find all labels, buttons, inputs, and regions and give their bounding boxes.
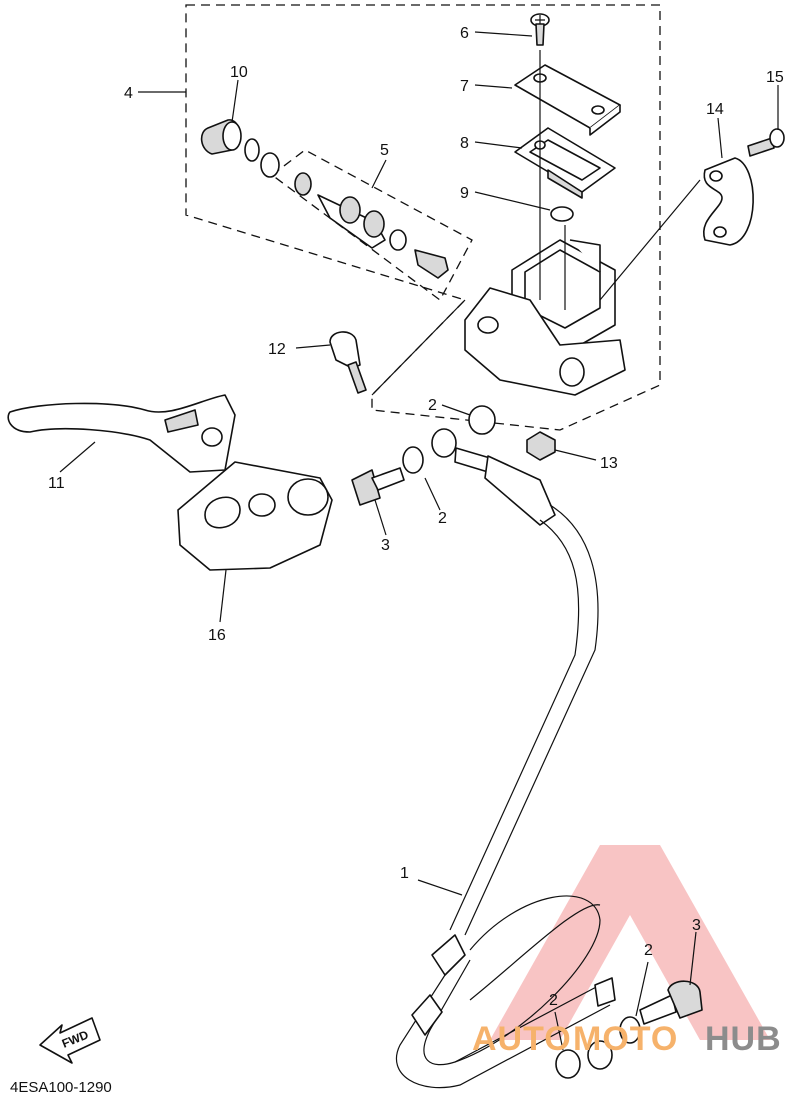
screw-part-6 — [530, 13, 550, 46]
callout-12: 12 — [268, 341, 286, 358]
lever-guard-part-16 — [177, 461, 333, 571]
pivot-bolt-part-12 — [329, 331, 367, 394]
callout-10: 10 — [230, 64, 248, 81]
master-cylinder-body — [464, 50, 626, 396]
washer-upper-right-part-2 — [468, 405, 496, 435]
piston-cup-part-10 — [200, 119, 280, 178]
nut-part-13 — [526, 431, 556, 461]
washer-lower-left-part-2 — [555, 1049, 581, 1079]
lever-part-11 — [7, 394, 236, 473]
piston-kit-5-outline — [270, 149, 473, 301]
callout-11: 11 — [48, 475, 65, 492]
leader-lines — [59, 31, 779, 1051]
callout-14: 14 — [706, 101, 724, 118]
watermark-text-moto: MOTO — [573, 1020, 678, 1058]
callout-4: 4 — [124, 85, 133, 102]
fwd-arrow-icon: FWD — [39, 1017, 101, 1064]
brake-hose-part-1 — [395, 428, 616, 1089]
diagram-code: 4ESA100-1290 — [10, 1079, 112, 1096]
callout-16: 16 — [208, 627, 226, 644]
callout-2a: 2 — [428, 397, 437, 414]
callout-15: 15 — [766, 69, 784, 86]
diaphragm-part-8 — [514, 127, 616, 199]
callout-3a: 3 — [381, 537, 390, 554]
watermark-logo — [490, 845, 770, 1040]
banjo-bolt-lower-part-3 — [639, 980, 703, 1025]
callout-7: 7 — [460, 78, 469, 95]
banjo-bolt-upper-part-3 — [351, 467, 405, 506]
bolt-part-15 — [747, 128, 785, 157]
callout-5: 5 — [380, 142, 389, 159]
piston-kit-part-5 — [294, 172, 449, 279]
callout-2b: 2 — [438, 510, 447, 527]
washer-lower-right-part-2 — [619, 1016, 641, 1044]
callout-8: 8 — [460, 135, 469, 152]
callout-6: 6 — [460, 25, 469, 42]
callout-9: 9 — [460, 185, 469, 202]
callout-2d: 2 — [644, 942, 653, 959]
assembly-4-outline — [185, 4, 661, 431]
callout-2c: 2 — [549, 992, 558, 1009]
watermark-text-hub: HUB — [705, 1020, 782, 1058]
callout-1: 1 — [400, 865, 409, 882]
seal-part-9 — [550, 206, 574, 222]
washer-upper-left-part-2 — [402, 446, 424, 474]
callout-3b: 3 — [692, 917, 701, 934]
clamp-part-14 — [702, 157, 754, 246]
reservoir-cap-part-7 — [514, 64, 621, 136]
banjo-eye-lower — [587, 1040, 613, 1070]
watermark-text-auto: AUTO — [472, 1020, 572, 1058]
callout-13: 13 — [600, 455, 618, 472]
